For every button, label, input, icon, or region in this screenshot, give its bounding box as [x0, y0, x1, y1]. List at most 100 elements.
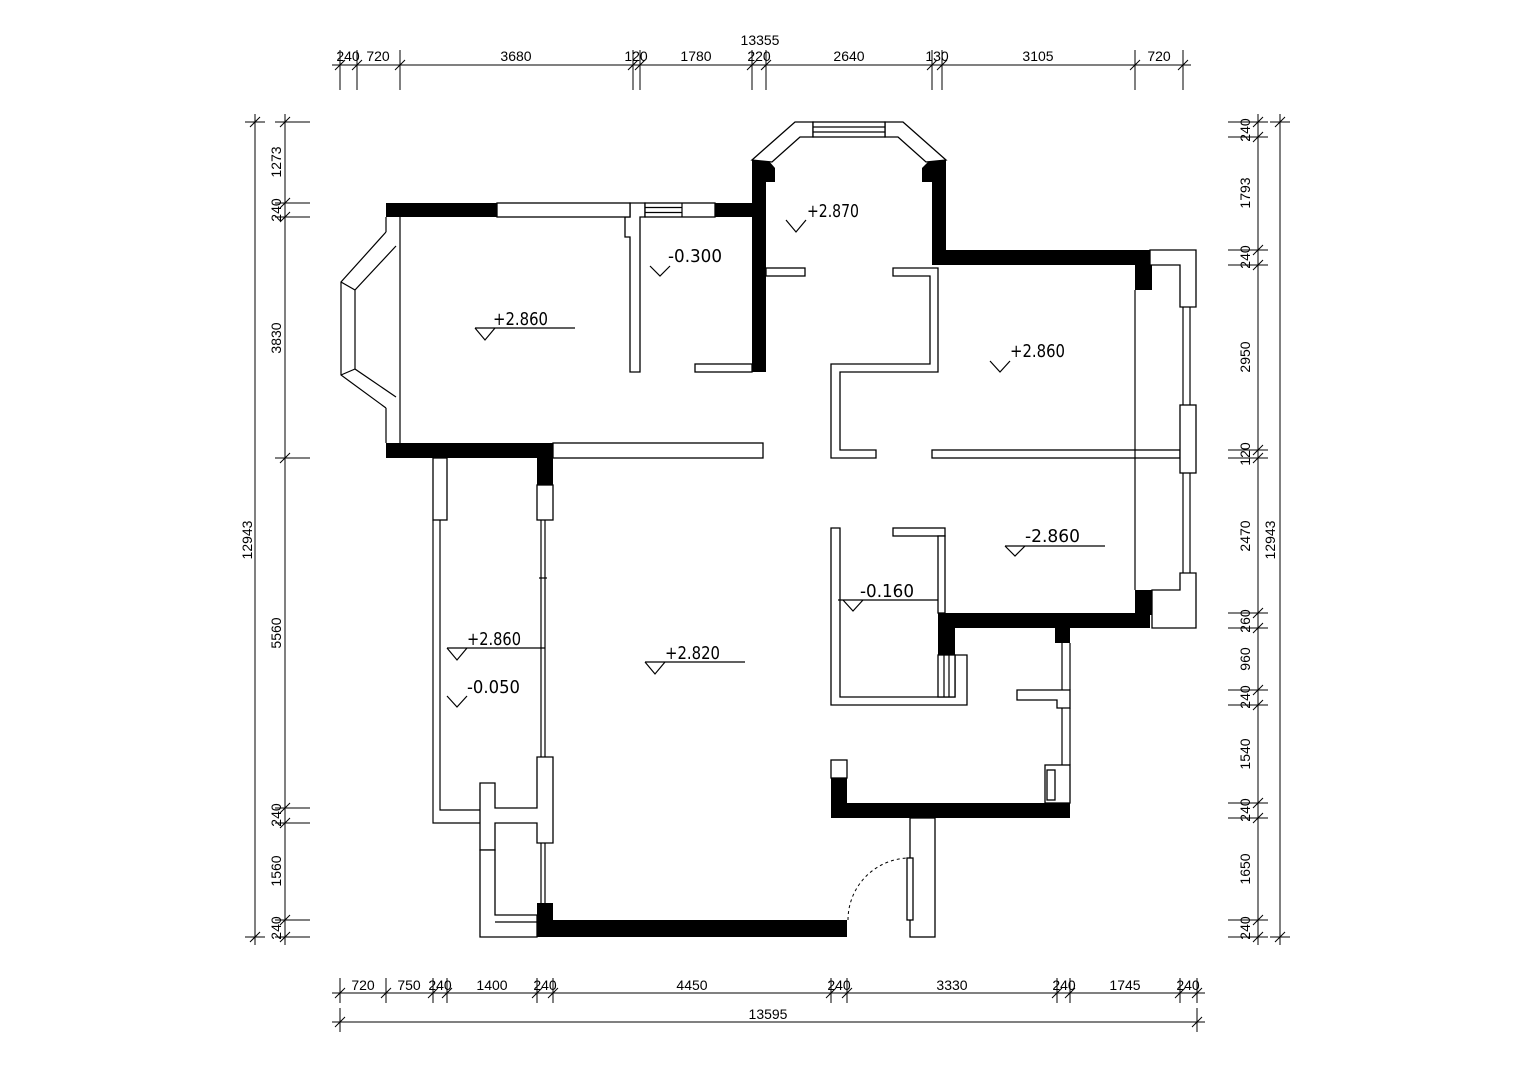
dimension-tick: [279, 211, 291, 223]
wall-line: [340, 368, 356, 376]
dimension-tick: [1064, 987, 1076, 999]
bottom-dimension: 3330: [936, 977, 967, 993]
dimension-tick: [249, 931, 261, 943]
dimension-tick: [1252, 684, 1264, 696]
right-dimension: 240: [1237, 245, 1253, 269]
right-dimension: 960: [1237, 647, 1253, 671]
door-frame-wall: [909, 817, 936, 938]
elevation-marker-triangle: [989, 360, 1011, 373]
dimension-tick: [1252, 259, 1264, 271]
elevation-marker-triangle: [1004, 545, 1026, 557]
wall-line: [340, 281, 356, 291]
left-dimension: 1560: [268, 855, 284, 886]
dimension-tick: [380, 987, 392, 999]
bottom-dimension: 240: [1052, 977, 1076, 993]
bottom-total-dimension: 13595: [749, 1006, 788, 1022]
dimension-tick: [1051, 987, 1063, 999]
solid-wall: [1135, 590, 1152, 615]
solid-wall: [752, 160, 766, 372]
solid-wall: [537, 920, 847, 937]
solid-wall: [831, 778, 847, 803]
bottom-dimension: 750: [397, 977, 421, 993]
right-dimension: 120: [1237, 442, 1253, 466]
dimension-tick: [279, 452, 291, 464]
elevation-label: +2.860: [493, 309, 548, 330]
elevation-label: +2.860: [1010, 341, 1065, 362]
elevation-label: +2.870: [807, 201, 859, 222]
bay-window-outer: [340, 231, 387, 409]
dimension-tick: [441, 987, 453, 999]
elevation-marker-triangle: [446, 695, 468, 708]
elevation-marker-triangle: [785, 219, 807, 233]
door-swing-arc: [847, 857, 911, 921]
windows: [496, 121, 1191, 903]
balcony-rail: [439, 520, 480, 811]
right-dimension: 1793: [1237, 177, 1253, 208]
partition-wall: [830, 267, 939, 459]
bottom-dimension: 4450: [676, 977, 707, 993]
top-dimension: 1780: [680, 48, 711, 64]
balcony-rail: [432, 520, 480, 824]
dimension-tick: [1252, 812, 1264, 824]
top-dimensions: 13355 240 720 3680 120 1780 220 2640 130…: [336, 32, 1171, 64]
dimension-tick: [1252, 116, 1264, 128]
dimension-tick: [1274, 931, 1286, 943]
right-dimensions: 240 1793 240 2950 120 2470 260 960 240 1…: [1237, 118, 1278, 940]
dimension-tick: [1252, 244, 1264, 256]
dimension-tick: [1177, 59, 1189, 71]
dimension-tick: [936, 59, 948, 71]
top-dimension: 120: [624, 48, 648, 64]
solid-wall: [1135, 265, 1152, 290]
dimension-tick: [249, 116, 261, 128]
bottom-dimension: 240: [533, 977, 557, 993]
solid-wall: [938, 628, 955, 655]
pier-wall: [432, 457, 448, 521]
elevation-label: -0.050: [467, 677, 520, 698]
left-total-dimension: 12943: [239, 520, 255, 559]
partition-wall: [892, 527, 946, 537]
dimension-tick: [547, 987, 559, 999]
right-dimension: 240: [1237, 685, 1253, 709]
dimension-tick: [351, 59, 363, 71]
elevation-marker-triangle: [446, 647, 468, 661]
bottom-dimension: 720: [351, 977, 375, 993]
dimension-tick: [926, 59, 938, 71]
bay-window-inner: [354, 245, 397, 398]
elevation-label: -2.860: [1025, 526, 1080, 547]
dimension-lines: [245, 50, 1290, 1032]
pier-wall: [536, 484, 554, 521]
solid-wall: [386, 443, 553, 458]
solid-wall: [537, 458, 553, 485]
elevation-label: -0.160: [860, 581, 914, 602]
dimension-tick: [1252, 607, 1264, 619]
top-dimension: 720: [1147, 48, 1171, 64]
dimension-tick: [279, 802, 291, 814]
dimension-tick: [1252, 131, 1264, 143]
left-dimension: 1273: [268, 146, 284, 177]
entrance-door: [847, 857, 914, 921]
right-dimension: 2470: [1237, 520, 1253, 551]
bottom-dimension: 240: [1176, 977, 1200, 993]
elevation-markers: +2.870 -0.300 +2.860 +2.860 -2.860 -0.16…: [446, 201, 1105, 708]
elevation-marker-triangle: [649, 265, 671, 277]
solid-wall: [386, 203, 497, 217]
right-dimension: 1540: [1237, 738, 1253, 769]
dimension-tick: [531, 987, 543, 999]
solid-wall: [537, 903, 553, 920]
left-dimension: 3830: [268, 322, 284, 353]
dimension-tick: [1252, 452, 1264, 464]
dimension-tick: [1191, 987, 1203, 999]
elevation-marker-triangle: [474, 327, 496, 341]
left-dimension: 5560: [268, 617, 284, 648]
elevation-label: +2.820: [665, 643, 720, 664]
dimension-tick: [634, 59, 646, 71]
dimension-tick: [825, 987, 837, 999]
right-dimension: 260: [1237, 609, 1253, 633]
dimension-tick: [1252, 931, 1264, 943]
bay-wall: [1149, 249, 1197, 308]
top-dimension: 220: [747, 48, 771, 64]
bottom-dimension: 1745: [1109, 977, 1140, 993]
solid-wall: [715, 203, 752, 217]
solid-wall: [752, 160, 775, 182]
pier-detail: [1046, 769, 1056, 801]
